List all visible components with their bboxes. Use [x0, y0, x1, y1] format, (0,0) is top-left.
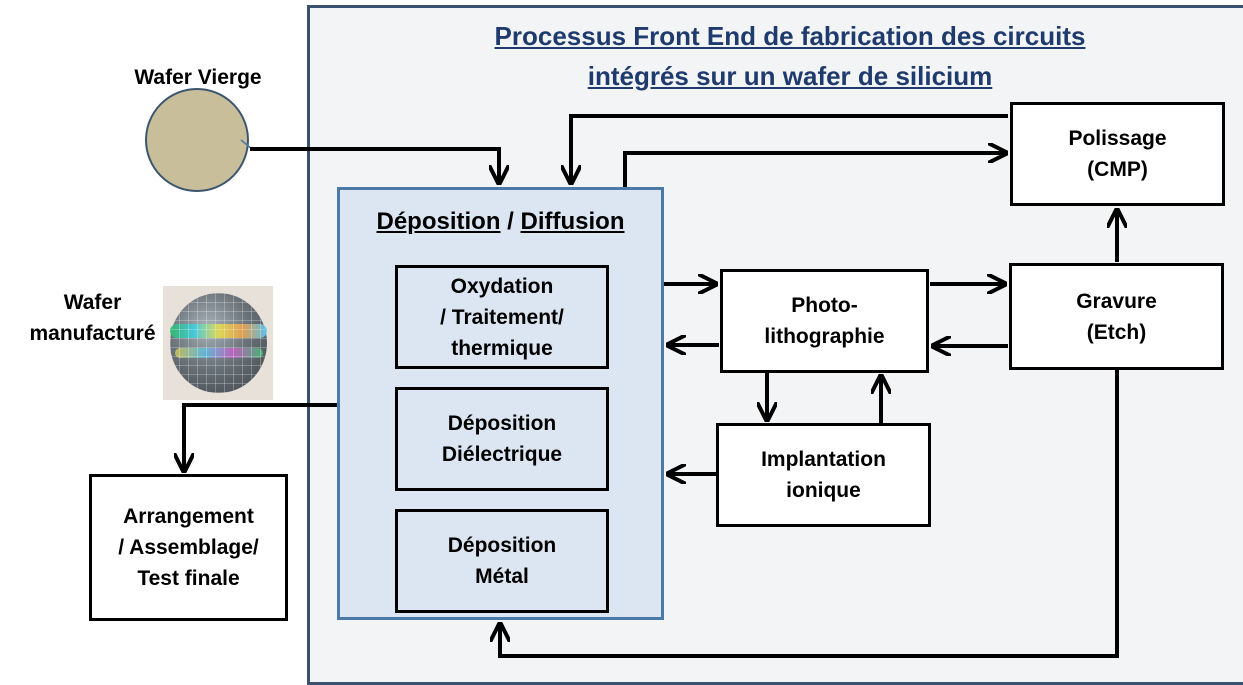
- wafer-die-grid: [170, 293, 267, 393]
- photo-line-2: lithographie: [764, 325, 885, 348]
- arrow-polissage-to-deposition: [571, 114, 1008, 183]
- wafer-manufacture-photo: [163, 286, 273, 400]
- wafer-reflection: [170, 324, 267, 338]
- group-title-deposition: Déposition: [376, 208, 501, 235]
- arrow-gravure-to-deposition: [500, 370, 1119, 658]
- implantation-line-1: Implantation: [761, 448, 886, 471]
- gravure-line-1: Gravure: [1076, 289, 1157, 313]
- title-line-1: Processus Front End de fabrication des c…: [494, 21, 1086, 51]
- arrow-deposition-to-arrangement: [184, 403, 337, 471]
- deposition-metal-box: Déposition Métal: [395, 509, 609, 613]
- arrangement-line-2: / Assemblage/: [118, 536, 259, 559]
- arrangement-line-3: Test finale: [137, 567, 240, 590]
- oxydation-line-2: / Traitement/: [440, 305, 564, 329]
- title-line-2: intégrés sur un wafer de silicium: [587, 61, 993, 91]
- wafer-manufacture-label: Wafer manufacturé: [20, 287, 165, 349]
- polissage-line-2: (CMP): [1087, 158, 1148, 181]
- oxydation-box: Oxydation / Traitement/ thermique: [395, 265, 609, 369]
- arrangement-box: Arrangement / Assemblage/ Test finale: [89, 474, 288, 621]
- gravure-line-2: (Etch): [1086, 320, 1147, 344]
- wafer-vierge-label: Wafer Vierge: [134, 66, 262, 89]
- photolithographie-box: Photo- lithographie: [720, 269, 929, 373]
- implantation-box: Implantation ionique: [716, 423, 931, 527]
- dielectrique-line-2: Diélectrique: [441, 443, 563, 466]
- deposition-dielectrique-box: Déposition Diélectrique: [395, 387, 609, 491]
- polissage-line-1: Polissage: [1068, 127, 1167, 150]
- polissage-box: Polissage (CMP): [1010, 102, 1225, 206]
- dielectrique-line-1: Déposition: [447, 412, 557, 435]
- wafer-reflection-2: [175, 348, 263, 358]
- oxydation-line-3: thermique: [451, 336, 553, 360]
- arrow-deposition-to-polissage: [623, 153, 1006, 187]
- implantation-line-2: ionique: [786, 479, 861, 502]
- diagram-title: Processus Front End de fabrication des c…: [440, 16, 1140, 96]
- wafer-manufacture-line-2: manufacturé: [29, 322, 156, 345]
- group-title: Déposition / Diffusion: [337, 208, 664, 236]
- group-title-separator: /: [507, 208, 514, 235]
- arrow-wafer-to-deposition: [250, 147, 499, 183]
- metal-line-1: Déposition: [447, 534, 557, 557]
- gravure-box: Gravure (Etch): [1009, 263, 1224, 370]
- group-title-diffusion: Diffusion: [520, 208, 625, 235]
- wafer-disc: [170, 293, 267, 393]
- metal-line-2: Métal: [475, 565, 529, 588]
- wafer-vierge-disc: [145, 88, 249, 192]
- arrangement-line-1: Arrangement: [123, 505, 254, 528]
- oxydation-line-1: Oxydation: [450, 274, 554, 298]
- photo-line-1: Photo-: [791, 294, 858, 317]
- wafer-manufacture-line-1: Wafer: [63, 291, 122, 314]
